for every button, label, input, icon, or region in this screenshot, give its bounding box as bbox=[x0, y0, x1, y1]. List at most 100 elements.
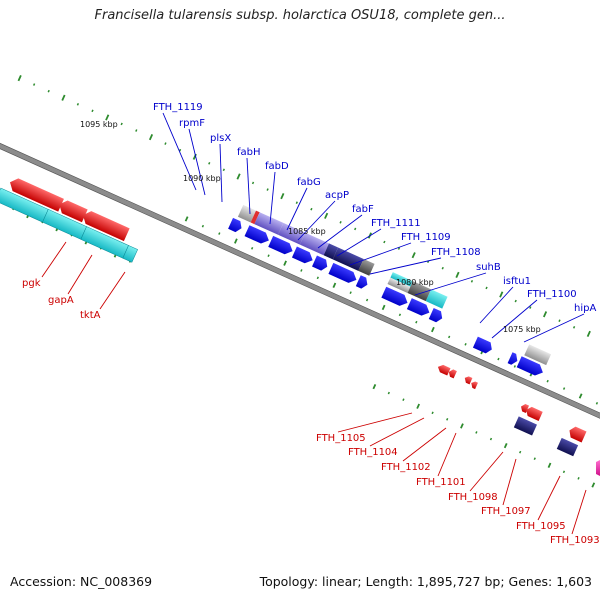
gene-FTH_1102[interactable] bbox=[463, 375, 473, 385]
gene-cyan-4[interactable] bbox=[122, 245, 138, 263]
gene-blue-fwd-11[interactable] bbox=[472, 336, 494, 355]
gene-blue-fwd-10[interactable] bbox=[428, 308, 445, 324]
gene-label-fth_1098[interactable]: FTH_1098 bbox=[448, 492, 498, 503]
scale-label[interactable]: 1090 kbp bbox=[183, 174, 221, 183]
gene-label-pgk[interactable]: pgk bbox=[22, 278, 41, 289]
gene-group-reverse[interactable] bbox=[427, 363, 587, 457]
gene-tktA[interactable] bbox=[80, 209, 130, 242]
leader-line bbox=[337, 412, 413, 433]
gene-label-fth_1109[interactable]: FTH_1109 bbox=[401, 232, 451, 243]
gene-navy-rev[interactable] bbox=[513, 416, 537, 436]
gene-label-plsx[interactable]: plsX bbox=[210, 133, 231, 144]
gene-red-small[interactable] bbox=[56, 198, 88, 223]
gene-label-fth_1102[interactable]: FTH_1102 bbox=[381, 462, 431, 473]
scale-tick bbox=[533, 457, 536, 461]
gene-blue-fwd-7[interactable] bbox=[355, 275, 370, 290]
leader-line bbox=[269, 171, 276, 225]
gene-blue-fwd-6[interactable] bbox=[328, 262, 358, 285]
scale-tick bbox=[591, 482, 596, 488]
leader-line bbox=[286, 187, 308, 231]
scale-label[interactable]: 1080 kbp bbox=[396, 278, 434, 287]
gene-FTH_1098[interactable] bbox=[519, 403, 530, 413]
scale-tick bbox=[91, 109, 94, 113]
gene-blue-fwd-8[interactable] bbox=[381, 286, 410, 309]
gene-label-fth_1105[interactable]: FTH_1105 bbox=[316, 433, 366, 444]
gene-FTH_1100[interactable] bbox=[516, 356, 546, 378]
gene-blue-fwd-1[interactable] bbox=[228, 217, 244, 234]
gene-label-fth_1097[interactable]: FTH_1097 bbox=[481, 506, 531, 517]
gene-label-fth_1104[interactable]: FTH_1104 bbox=[348, 447, 398, 458]
gene-fabG[interactable] bbox=[299, 232, 329, 256]
gene-label-fth_1093[interactable]: FTH_1093 bbox=[550, 535, 600, 546]
map-title: Francisella tularensis subsp. holarctica… bbox=[94, 8, 506, 23]
gene-label-gapa[interactable]: gapA bbox=[48, 295, 74, 306]
scale-tick bbox=[562, 470, 566, 474]
gene-blue-fwd-12[interactable] bbox=[507, 352, 520, 366]
gene-label-rpmf[interactable]: rpmF bbox=[179, 118, 205, 129]
scale-tick bbox=[251, 181, 255, 185]
scale-label[interactable]: 1075 kbp bbox=[503, 325, 541, 334]
gene-label-fabf[interactable]: fabF bbox=[352, 204, 374, 215]
gene-label-acpp[interactable]: acpP bbox=[325, 190, 349, 201]
gene-group-left[interactable] bbox=[0, 173, 144, 263]
gene-FTH_1105[interactable] bbox=[436, 363, 451, 376]
scale-tick bbox=[105, 114, 110, 121]
gene-FTH_1108[interactable] bbox=[407, 281, 432, 302]
scale-ticks bbox=[17, 74, 591, 337]
gene-suhB[interactable] bbox=[425, 289, 448, 309]
scale-label[interactable]: 1095 kbp bbox=[80, 120, 118, 129]
track-frame bbox=[0, 74, 600, 488]
gene-magenta-edge[interactable] bbox=[596, 460, 600, 476]
leader-line bbox=[219, 143, 223, 203]
gene-label-fth_1119[interactable]: FTH_1119 bbox=[153, 102, 203, 113]
gene-blue-fwd-3[interactable] bbox=[268, 235, 295, 257]
gene-blue-fwd-2[interactable] bbox=[244, 225, 272, 246]
gene-FTH_1095[interactable] bbox=[567, 425, 587, 443]
gene-label-tkta[interactable]: tktA bbox=[80, 310, 101, 321]
scale-tick bbox=[61, 94, 66, 101]
gene-navy-rev-2[interactable] bbox=[556, 437, 579, 457]
gene-label-fth_1095[interactable]: FTH_1095 bbox=[516, 521, 566, 532]
scale-label[interactable]: 1085 kbp bbox=[288, 227, 326, 236]
gene-FTH_1111[interactable] bbox=[358, 258, 375, 276]
gene-blue-fwd-9[interactable] bbox=[406, 298, 432, 318]
label-leaders bbox=[41, 112, 587, 535]
gene-FTH_1104[interactable] bbox=[447, 368, 457, 379]
gene-blue-fwd-5[interactable] bbox=[312, 255, 330, 273]
gene-label-suhb[interactable]: suhB bbox=[476, 262, 501, 273]
gene-FTH_1097[interactable] bbox=[524, 405, 543, 421]
genome-backbone bbox=[0, 135, 600, 436]
scale-tick bbox=[398, 313, 402, 317]
scale-tick bbox=[416, 403, 420, 409]
gene-FTH_1109b[interactable] bbox=[387, 277, 411, 293]
gene-group-forward[interactable] bbox=[225, 203, 555, 378]
scale-tick bbox=[513, 365, 516, 368]
leader-line bbox=[99, 271, 126, 310]
gene-gapA[interactable] bbox=[25, 184, 64, 212]
gene-label-fabg[interactable]: fabG bbox=[297, 177, 321, 188]
gene-label-fth_1100[interactable]: FTH_1100 bbox=[527, 289, 577, 300]
scale-tick bbox=[519, 450, 522, 454]
gene-FTH_1101[interactable] bbox=[470, 380, 478, 390]
gene-red-mini[interactable] bbox=[250, 210, 260, 225]
gene-label-fth_1111[interactable]: FTH_1111 bbox=[371, 218, 421, 229]
gene-fabH[interactable] bbox=[254, 212, 284, 235]
gene-label-fabh[interactable]: fabH bbox=[237, 147, 261, 158]
gene-label-fabd[interactable]: fabD bbox=[265, 161, 289, 172]
scale-tick bbox=[17, 74, 22, 82]
scale-tick bbox=[184, 216, 189, 222]
scale-tick bbox=[120, 122, 123, 126]
gene-label-isftu1[interactable]: isftu1 bbox=[503, 276, 531, 287]
scale-tick bbox=[572, 325, 576, 329]
gene-isftu1[interactable] bbox=[524, 344, 552, 366]
gene-blue-fwd-4[interactable] bbox=[291, 246, 315, 266]
gene-acpP[interactable] bbox=[323, 243, 339, 260]
scale-tick bbox=[381, 304, 386, 311]
gene-gray-1[interactable] bbox=[237, 204, 257, 223]
gene-label-hipa[interactable]: hipA bbox=[574, 303, 596, 314]
scale-ticks bbox=[372, 383, 596, 488]
gene-label-fth_1108[interactable]: FTH_1108 bbox=[431, 247, 481, 258]
gene-label-fth_1101[interactable]: FTH_1101 bbox=[416, 477, 466, 488]
gene-FTH_1109[interactable] bbox=[390, 272, 413, 287]
